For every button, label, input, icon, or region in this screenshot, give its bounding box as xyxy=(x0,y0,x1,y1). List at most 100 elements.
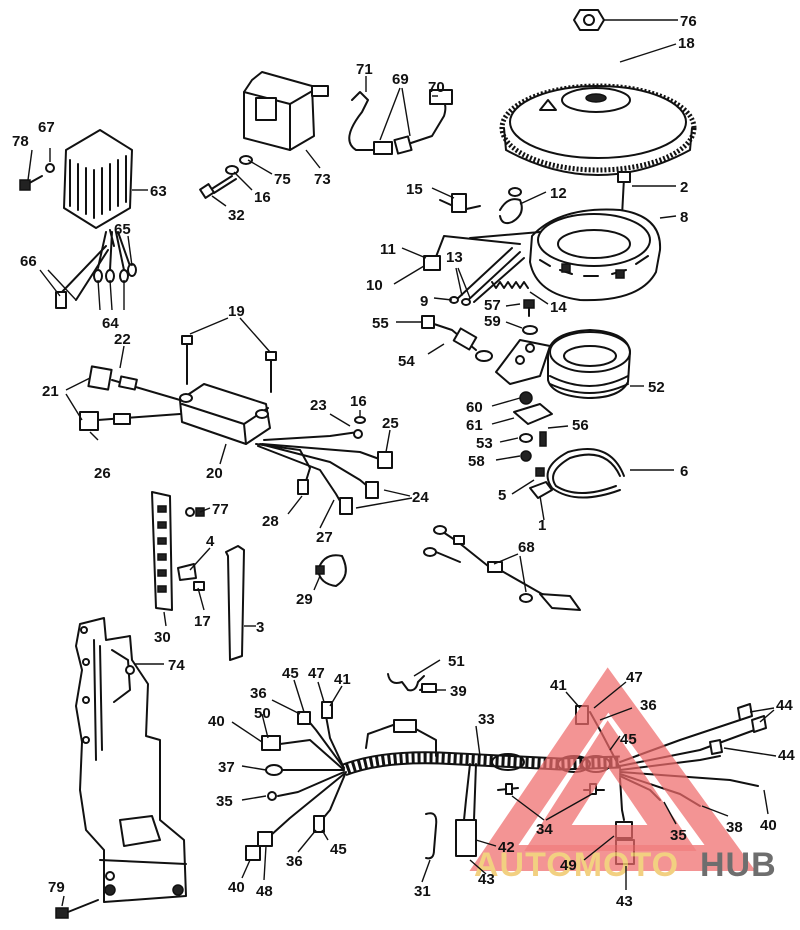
callout-31: 31 xyxy=(414,883,431,900)
callout-79: 79 xyxy=(48,879,65,896)
power-pack-20 xyxy=(179,383,271,445)
timer-hardware-53-56-58-60-61 xyxy=(513,391,553,462)
callout-42: 42 xyxy=(498,839,515,856)
callout-34: 34 xyxy=(536,821,553,838)
callout-25: 25 xyxy=(382,415,399,432)
callout-20: 20 xyxy=(206,465,223,482)
callout-6: 6 xyxy=(680,463,688,480)
callout-45c: 45 xyxy=(330,841,347,858)
callout-49: 49 xyxy=(560,857,577,874)
callout-63: 63 xyxy=(150,183,167,200)
callout-15: 15 xyxy=(406,181,423,198)
callout-57: 57 xyxy=(484,297,501,314)
callout-40b: 40 xyxy=(760,817,777,834)
part-drawings xyxy=(19,9,767,919)
wire-lead-68 xyxy=(423,525,581,611)
spacer-3 xyxy=(225,545,245,661)
leader-lines xyxy=(27,19,777,907)
left-harness-branches xyxy=(245,701,347,861)
callout-14: 14 xyxy=(550,299,567,316)
watermark: AUTOMOTO HUB xyxy=(469,667,777,884)
callout-11: 11 xyxy=(380,241,396,258)
clip-31 xyxy=(425,812,438,860)
flywheel-18 xyxy=(499,83,697,176)
callout-1: 1 xyxy=(538,517,546,534)
callout-41: 41 xyxy=(334,671,351,688)
callout-44: 44 xyxy=(776,697,793,714)
callout-77: 77 xyxy=(212,501,229,518)
callout-labels: 76 18 71 69 70 67 78 63 75 16 73 32 15 1… xyxy=(12,13,795,910)
callout-29: 29 xyxy=(296,591,313,608)
callout-45b: 45 xyxy=(620,731,637,748)
callout-67: 67 xyxy=(38,119,55,136)
callout-43: 43 xyxy=(478,871,495,888)
callout-16b: 16 xyxy=(350,393,367,410)
callout-45: 45 xyxy=(282,665,299,682)
callout-43b: 43 xyxy=(616,893,633,910)
clip-29 xyxy=(315,554,347,587)
callout-44b: 44 xyxy=(778,747,795,764)
callout-64: 64 xyxy=(102,315,119,332)
callout-39: 39 xyxy=(450,683,467,700)
callout-55: 55 xyxy=(372,315,389,332)
callout-76: 76 xyxy=(680,13,697,30)
callout-24: 24 xyxy=(412,489,429,506)
callout-66: 66 xyxy=(20,253,37,270)
screw-79 xyxy=(55,899,99,919)
callout-16: 16 xyxy=(254,189,271,206)
watermark-brand-part2: HUB xyxy=(700,846,777,884)
callout-68: 68 xyxy=(518,539,535,556)
callout-58: 58 xyxy=(468,453,485,470)
callout-22: 22 xyxy=(114,331,131,348)
callout-48: 48 xyxy=(256,883,273,900)
callout-35: 35 xyxy=(216,793,233,810)
callout-40: 40 xyxy=(208,713,225,730)
power-pack-leads-23-24-25-27-28 xyxy=(255,416,393,515)
callout-51: 51 xyxy=(448,653,465,670)
callout-50: 50 xyxy=(254,705,271,722)
callout-59: 59 xyxy=(484,313,501,330)
callout-23: 23 xyxy=(310,397,327,414)
callout-37: 37 xyxy=(218,759,235,776)
rectifier-leads-64-65-66 xyxy=(55,229,137,309)
callout-47b: 47 xyxy=(626,669,643,686)
callout-10: 10 xyxy=(366,277,383,294)
callout-26: 26 xyxy=(94,465,111,482)
callout-19: 19 xyxy=(228,303,245,320)
callout-38: 38 xyxy=(726,819,743,836)
callout-13: 13 xyxy=(446,249,463,266)
callout-52: 52 xyxy=(648,379,665,396)
callout-47: 47 xyxy=(308,665,325,682)
callout-56: 56 xyxy=(572,417,589,434)
spark-plug-leads-69-71-70 xyxy=(348,89,453,155)
callout-5: 5 xyxy=(498,487,506,504)
clip-51-fuse-39 xyxy=(387,673,437,693)
callout-71: 71 xyxy=(356,61,373,78)
callout-35b: 35 xyxy=(670,827,687,844)
callout-54: 54 xyxy=(398,353,415,370)
callout-73: 73 xyxy=(314,171,331,188)
callout-4: 4 xyxy=(206,533,215,550)
callout-36c: 36 xyxy=(286,853,303,870)
callout-61: 61 xyxy=(466,417,483,434)
stator-leads-9-10-11-13 xyxy=(423,231,541,306)
nut-76 xyxy=(573,9,605,31)
callout-32: 32 xyxy=(228,207,245,224)
screws-19 xyxy=(181,335,277,393)
callout-17: 17 xyxy=(194,613,211,630)
callout-41b: 41 xyxy=(550,677,567,694)
callout-40c: 40 xyxy=(228,879,245,896)
callout-53: 53 xyxy=(476,435,493,452)
screw-57-washer-59 xyxy=(522,299,538,335)
mounting-plate-74 xyxy=(75,617,187,903)
callout-21: 21 xyxy=(42,383,59,400)
timer-base-52 xyxy=(495,329,631,399)
watermark-brand-part1: AUTOMOTO xyxy=(474,846,679,884)
callout-12: 12 xyxy=(550,185,567,202)
callout-75: 75 xyxy=(274,171,291,188)
callout-28: 28 xyxy=(262,513,279,530)
callout-2: 2 xyxy=(680,179,688,196)
callout-27: 27 xyxy=(316,529,333,546)
